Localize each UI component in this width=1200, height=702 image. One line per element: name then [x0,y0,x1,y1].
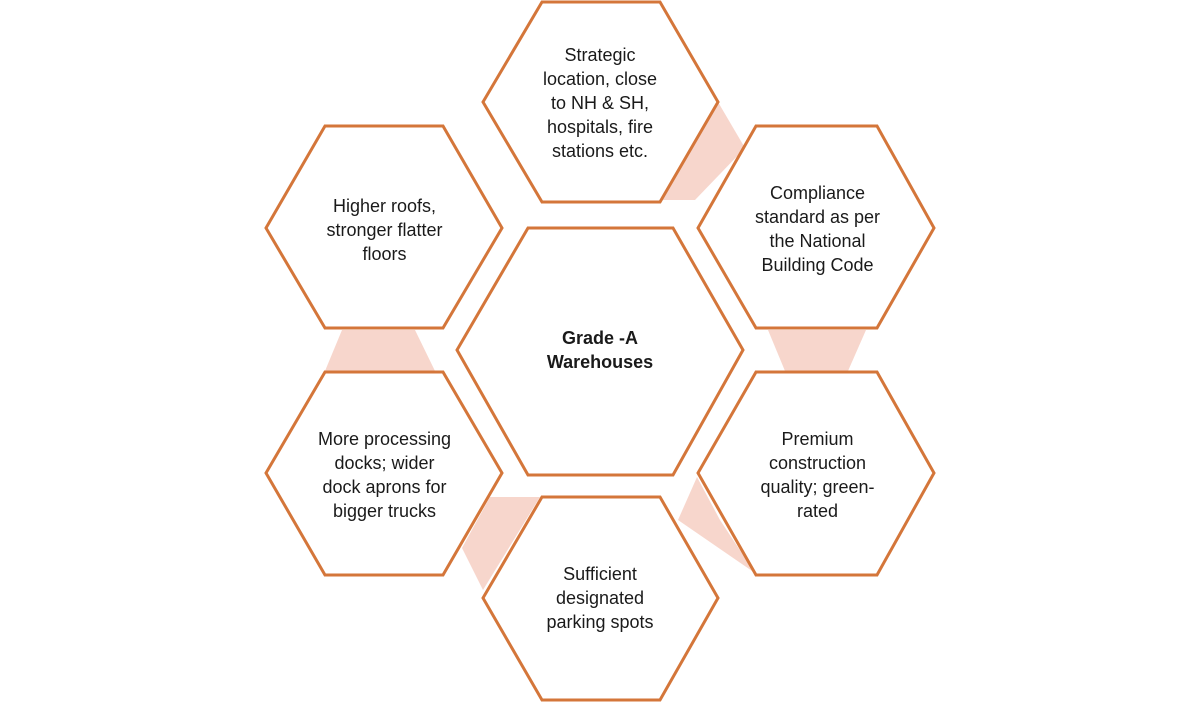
cell-label-construction: Premium construction quality; green- rat… [725,422,910,527]
hex-cell-construction [696,370,936,577]
hex-cell-location [481,0,720,204]
cell-label-construction-text: Premium construction quality; green- rat… [760,428,875,521]
cell-label-parking-text: Sufficient designated parking spots [546,564,654,632]
cell-label-location: Strategic location, close to NH & SH, ho… [510,40,690,165]
connector-docks-roofs [325,330,435,371]
center-label-text: Grade -A Warehouses [546,328,654,372]
cell-label-location-text: Strategic location, close to NH & SH, ho… [542,44,658,161]
connector-parking-docks [462,497,540,590]
connector-location-compliance [662,102,745,200]
connector-construction-parking [678,477,755,573]
hex-cell-roofs [264,124,504,330]
hex-center [455,226,745,477]
cell-label-roofs: Higher roofs, stronger flatter floors [292,190,477,270]
cell-label-docks-text: More processing docks; wider dock aprons… [317,428,452,521]
hex-cell-parking [481,495,720,702]
hex-cell-compliance [696,124,936,330]
hex-cell-docks [264,370,504,577]
cell-label-parking: Sufficient designated parking spots [510,558,690,638]
cell-label-docks: More processing docks; wider dock aprons… [292,422,477,527]
cell-label-compliance-text: Compliance standard as per the National … [754,182,881,275]
center-label: Grade -A Warehouses [500,300,700,400]
connector-compliance-construction [768,330,866,371]
cell-label-roofs-text: Higher roofs, stronger flatter floors [326,196,443,264]
cell-label-compliance: Compliance standard as per the National … [725,176,910,281]
